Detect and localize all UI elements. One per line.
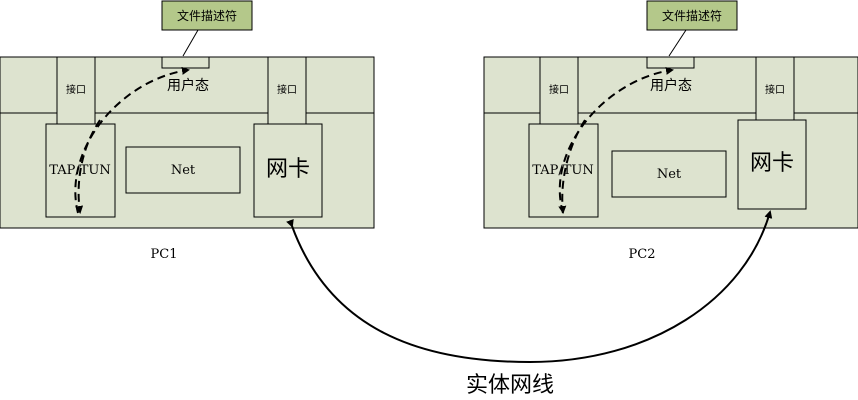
pc2-callout-box — [646, 0, 738, 31]
pc1-nic-label: 网卡 — [266, 157, 310, 182]
pc2-fd-slot — [646, 56, 695, 69]
pc2-callout-pointer — [668, 29, 687, 57]
pc2-interface-right-label: 接口 — [765, 83, 785, 96]
pc1-net-label: Net — [171, 163, 196, 178]
pc2-callout-label: 文件描述符 — [662, 8, 722, 23]
pc2-label: PC2 — [629, 247, 656, 262]
cable-arc — [286, 210, 773, 364]
pc2-user-space-label: 用户态 — [650, 77, 692, 94]
pc2-net-label: Net — [657, 167, 682, 182]
pc2-nic-box — [737, 119, 807, 210]
pc2-nic-label: 网卡 — [750, 151, 794, 176]
pc1-interface-right — [267, 56, 307, 126]
pc1-user-space-label: 用户态 — [167, 77, 209, 94]
pc1-dashed-arrow-to-fd — [74, 66, 190, 214]
pc2-interface-right — [755, 56, 795, 126]
pc1-net-box — [125, 146, 241, 194]
pc1-callout-box — [161, 0, 253, 31]
pc1-group: 文件描述符 用户态 接口 接口 TAP/TUN Net 网卡 PC1 — [0, 0, 375, 262]
pc2-dashed-arrow-to-fd — [558, 66, 674, 214]
pc2-tap-tun-label: TAP/TUN — [532, 163, 593, 178]
pc1-label: PC1 — [151, 247, 178, 262]
pc1-callout-label: 文件描述符 — [177, 8, 237, 23]
pc1-interface-right-label: 接口 — [277, 83, 297, 96]
pc2-group: 文件描述符 用户态 接口 接口 TAP/TUN Net 网卡 PC2 — [483, 0, 858, 262]
pc1-fd-slot — [161, 56, 210, 69]
pc2-tap-tun-box — [528, 123, 599, 218]
pc1-interface-left-label: 接口 — [66, 83, 86, 96]
cable-label: 实体网线 — [466, 373, 554, 398]
pc1-nic-box — [253, 123, 323, 218]
pc2-interface-left-label: 接口 — [549, 83, 569, 96]
pc1-callout-pointer — [182, 29, 199, 57]
pc2-net-box — [611, 150, 727, 198]
